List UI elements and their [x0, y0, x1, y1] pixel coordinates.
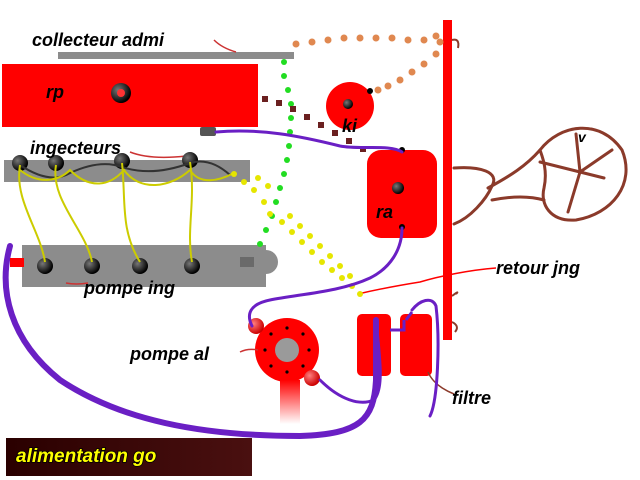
injector-v-drawing	[452, 126, 628, 226]
feed-pump-inlet	[248, 318, 264, 334]
label-collecteur: collecteur admi	[32, 30, 165, 50]
return-rail-hook-bottom	[451, 291, 459, 333]
pump-ing-ball-4	[184, 258, 200, 274]
injector-leader	[129, 151, 187, 159]
rp-ball-core	[117, 89, 125, 97]
label-filtre: filtre	[452, 388, 491, 408]
injector-lines	[18, 161, 233, 263]
feed-pump-lever	[280, 380, 300, 424]
return-rail-hook-top	[451, 38, 460, 49]
label-pompe-ing: pompe ing	[83, 278, 175, 298]
ki-valve-port	[367, 88, 373, 94]
feed-pump-bolts	[263, 326, 311, 374]
feed-pump-outlet	[304, 370, 320, 386]
green-dotted-line	[257, 59, 294, 247]
orange-dotted-line	[292, 32, 444, 94]
ki-valve-ball	[343, 99, 353, 109]
tank-inlet-stub	[10, 258, 24, 267]
pump-ing-ball-2	[84, 258, 100, 274]
injection-pump-nozzle	[240, 257, 254, 267]
pump-ing-ball-1	[37, 258, 53, 274]
ra-block	[367, 150, 437, 238]
purple-fuel-lines	[2, 129, 440, 440]
collecteur-leader	[213, 39, 237, 53]
label-v: v	[578, 129, 587, 145]
label-pompe-al: pompe al	[129, 344, 210, 364]
label-ki: ki	[342, 116, 358, 136]
feed-pump-center	[275, 338, 299, 362]
injector-rail-plug	[200, 127, 216, 136]
ra-ball	[392, 182, 404, 194]
return-line	[357, 267, 497, 295]
label-retour: retour jng	[496, 258, 580, 278]
injector-ball-2	[48, 155, 64, 171]
filter-link	[390, 311, 414, 332]
return-rail	[443, 20, 452, 340]
yellow-dotted-line	[231, 171, 363, 297]
label-ra: ra	[376, 202, 393, 222]
pump-al-leader	[239, 348, 259, 353]
collecteur-bar	[58, 52, 294, 59]
injection-pump-end	[254, 250, 278, 274]
pump-ing-ball-3	[132, 258, 148, 274]
banner-box	[6, 438, 252, 476]
filter-2	[400, 314, 432, 376]
label-rp: rp	[46, 82, 64, 102]
pump-ing-leader	[65, 282, 89, 285]
filter-leader	[427, 371, 455, 395]
banner-text: alimentation go	[16, 446, 156, 467]
label-injecteurs: ingecteurs	[30, 138, 121, 158]
